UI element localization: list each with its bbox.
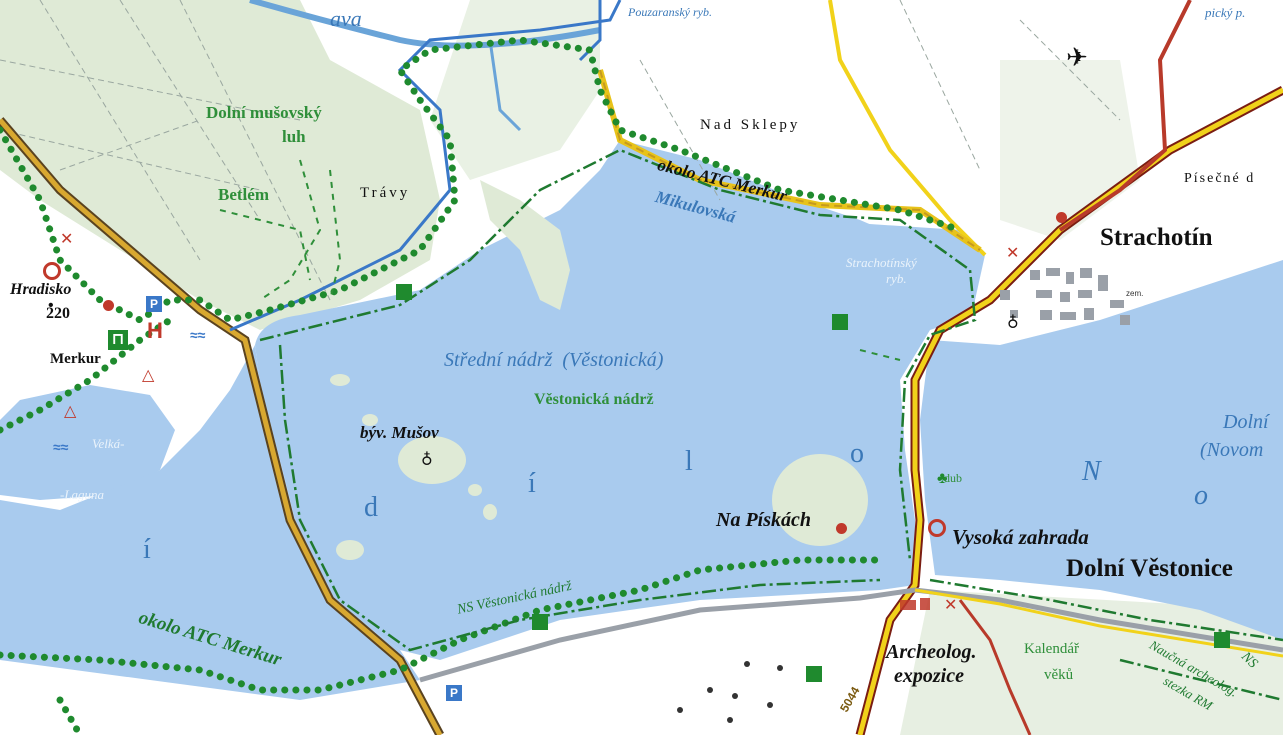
lagoon-velka-laguna <box>0 385 175 500</box>
label-top-right-stream: pický p. <box>1205 5 1246 20</box>
parking-icon[interactable]: P <box>446 685 462 701</box>
river-dyje-channel <box>249 0 601 49</box>
red-point-icon[interactable] <box>103 300 114 311</box>
island-musov <box>398 436 466 484</box>
label-laguna: -Laguna <box>60 487 105 502</box>
label-nad-sklepy: Nad Sklepy <box>700 117 801 133</box>
label-hradisko: Hradisko <box>10 281 72 298</box>
chapel-icon[interactable]: ♁ <box>421 450 433 467</box>
label-archeolog-expozice: Archeolog. <box>886 641 977 663</box>
island-small-5 <box>336 540 364 560</box>
hospital-icon[interactable]: H <box>147 318 163 343</box>
label-strachotin: Strachotín <box>1100 224 1213 251</box>
village-strachotin <box>1000 268 1130 325</box>
label-na-piskach: Na Pískách <box>716 509 811 531</box>
label-letter-i-left: í <box>143 534 151 565</box>
label-strachotinsky-ryb-2: ryb. <box>886 271 907 286</box>
label-dolni-vestonice: Dolní Věstonice <box>1066 555 1233 582</box>
red-route-south <box>958 599 1032 735</box>
label-dub: dub <box>944 471 962 485</box>
nature-reserve-icon[interactable] <box>806 666 822 682</box>
red-road-north <box>1058 0 1192 232</box>
swimming-icon[interactable]: ≈≈ <box>53 439 69 455</box>
river-thaya-branch <box>578 0 602 62</box>
label-merkur: Merkur <box>50 351 101 367</box>
blue-hiking-route <box>229 0 622 332</box>
airport-icon[interactable]: ✈ <box>1066 42 1088 72</box>
peninsula-center <box>480 180 570 310</box>
label-pisecne: Písečné d <box>1184 171 1256 186</box>
label-dolni-musovsky-luh: Dolní mušovský <box>206 103 322 122</box>
label-vestonicka-nadrz: Věstonická nádrž <box>534 391 654 408</box>
pond-strachotinsky <box>810 220 985 310</box>
campsite-icon[interactable]: △ <box>142 367 155 384</box>
red-point-icon[interactable] <box>836 523 847 534</box>
campsite-icon[interactable]: ⊓ <box>108 330 128 350</box>
tree-icon[interactable]: ♣ <box>937 470 948 487</box>
label-letter-o: o <box>850 438 864 469</box>
label-dolni-right: Dolní <box>1223 411 1269 433</box>
swimming-icon[interactable]: ≈≈ <box>190 327 206 343</box>
forest-paths <box>0 0 1121 301</box>
castle-ruin-icon[interactable] <box>43 262 61 280</box>
dam-road-yellow <box>914 588 1283 658</box>
island-small-2 <box>362 414 378 426</box>
label-top-pond: Pouzaranský ryb. <box>628 5 712 19</box>
green-dotted-trail <box>0 36 964 735</box>
cross-icon[interactable]: ✕ <box>1006 245 1020 262</box>
label-dolni-right-2: (Novom <box>1200 439 1264 461</box>
village-dolni-vestonice <box>900 598 930 610</box>
island-small-3 <box>468 484 482 496</box>
green-dashdot-trail <box>259 148 1283 702</box>
campsite-icon[interactable]: △ <box>64 403 77 420</box>
label-letter-d: d <box>364 492 378 523</box>
label-stredni-nadrz: Střední nádrž (Věstonická) <box>444 349 664 371</box>
viewpoint-icon[interactable] <box>928 519 946 537</box>
label-letter-o-right: o <box>1194 480 1208 511</box>
dot-icon: • <box>48 297 54 314</box>
label-letter-i: í <box>528 468 536 499</box>
island-small-4 <box>483 504 497 520</box>
stream-top-middle <box>488 39 522 132</box>
nature-reserve-icon[interactable] <box>396 284 412 300</box>
label-letter-l: l <box>685 446 693 477</box>
nature-reserve-icon[interactable] <box>832 314 848 330</box>
vineyard-symbols <box>677 661 783 723</box>
hedgerow-lines <box>219 159 901 361</box>
cross-icon[interactable]: ✕ <box>60 231 74 248</box>
nature-reserve-icon[interactable] <box>1214 632 1230 648</box>
label-cemetery: zem. <box>1126 289 1144 298</box>
chapel-icon[interactable]: ♁ <box>1007 313 1019 330</box>
label-strachotinsky-ryb: Strachotínský <box>846 255 917 270</box>
label-byv-musov: býv. Mušov <box>360 423 439 442</box>
label-kalendar-veku: Kalendář <box>1024 641 1079 657</box>
label-dolni-musovsky-luh-2: luh <box>282 127 306 146</box>
nature-reserve-icon[interactable] <box>532 614 548 630</box>
label-archeolog-expozice-2: expozice <box>894 665 964 687</box>
label-top-river: ava <box>330 6 362 31</box>
label-travy: Trávy <box>360 185 411 201</box>
label-hradisko-elevation: 220 <box>46 305 70 322</box>
yellow-road-north <box>828 0 987 257</box>
dam-road <box>419 587 1283 683</box>
parking-icon[interactable]: P <box>146 296 162 312</box>
label-velka: Velká- <box>92 436 125 451</box>
label-letter-N: N <box>1082 456 1101 487</box>
reservoir-left <box>0 345 420 700</box>
red-point-icon[interactable] <box>1056 212 1067 223</box>
reservoir-right-novomlynska <box>920 260 1283 640</box>
label-vysoka-zahrada: Vysoká zahrada <box>952 525 1089 549</box>
label-betlem: Betlém <box>218 185 269 204</box>
label-kalendar-veku-2: věků <box>1044 667 1074 683</box>
island-small-1 <box>330 374 350 386</box>
cross-icon[interactable]: ✕ <box>944 597 958 614</box>
